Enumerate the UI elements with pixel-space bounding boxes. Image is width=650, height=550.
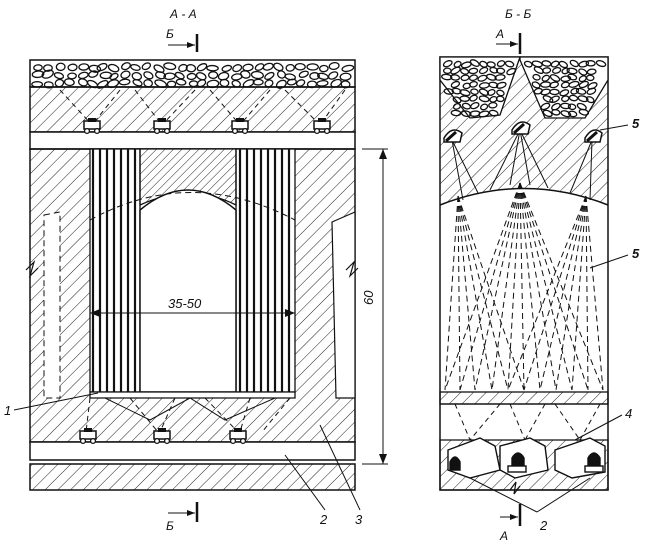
right-draw-points — [447, 437, 606, 479]
left-lower-funnels — [85, 397, 291, 433]
left-upper-drift — [29, 131, 356, 150]
right-blast-fans — [444, 182, 604, 391]
left-open-chamber — [139, 189, 237, 393]
right-drill-units — [443, 121, 603, 143]
left-section-title: А - А — [169, 7, 197, 21]
height-dimension-label: 60 — [361, 290, 376, 305]
callout-3: 3 — [355, 512, 363, 527]
left-pillar-right — [235, 148, 296, 393]
left-cut-letter-bottom: Б — [166, 519, 174, 533]
right-cut-letter-bottom: А — [499, 529, 508, 543]
left-lower-drift — [29, 441, 356, 461]
right-side-stope — [331, 211, 356, 399]
callout-1: 1 — [4, 403, 11, 418]
left-upper-funnels — [59, 89, 346, 126]
right-rubble — [441, 59, 607, 118]
left-side-stope — [43, 211, 61, 399]
callout-5-middle: 5 — [632, 246, 640, 261]
left-cut-letter-top: Б — [166, 27, 174, 41]
height-dimension-line — [362, 148, 388, 465]
callout-2-right: 2 — [539, 518, 548, 533]
right-cut-letter-top: А — [495, 27, 504, 41]
left-upper-level — [29, 86, 356, 133]
callout-5-top: 5 — [632, 116, 640, 131]
width-dimension-line — [90, 309, 295, 317]
callout-4: 4 — [625, 406, 632, 421]
left-pillar-left — [89, 148, 141, 393]
lower-loaders — [79, 428, 247, 445]
right-section-view: Б - Б А А 5 5 4 2 — [439, 7, 640, 543]
right-arch — [439, 187, 609, 206]
width-dimension-label: 35-50 — [168, 296, 202, 311]
callout-2-left: 2 — [319, 512, 328, 527]
left-bottom-rock — [29, 463, 356, 491]
left-rubble — [31, 61, 355, 89]
left-section-view: 35-50 60 А - А Б Б 1 2 3 — [4, 7, 388, 533]
upper-loaders — [83, 118, 331, 135]
right-section-title: Б - Б — [505, 7, 531, 21]
right-lower-band — [439, 391, 609, 405]
